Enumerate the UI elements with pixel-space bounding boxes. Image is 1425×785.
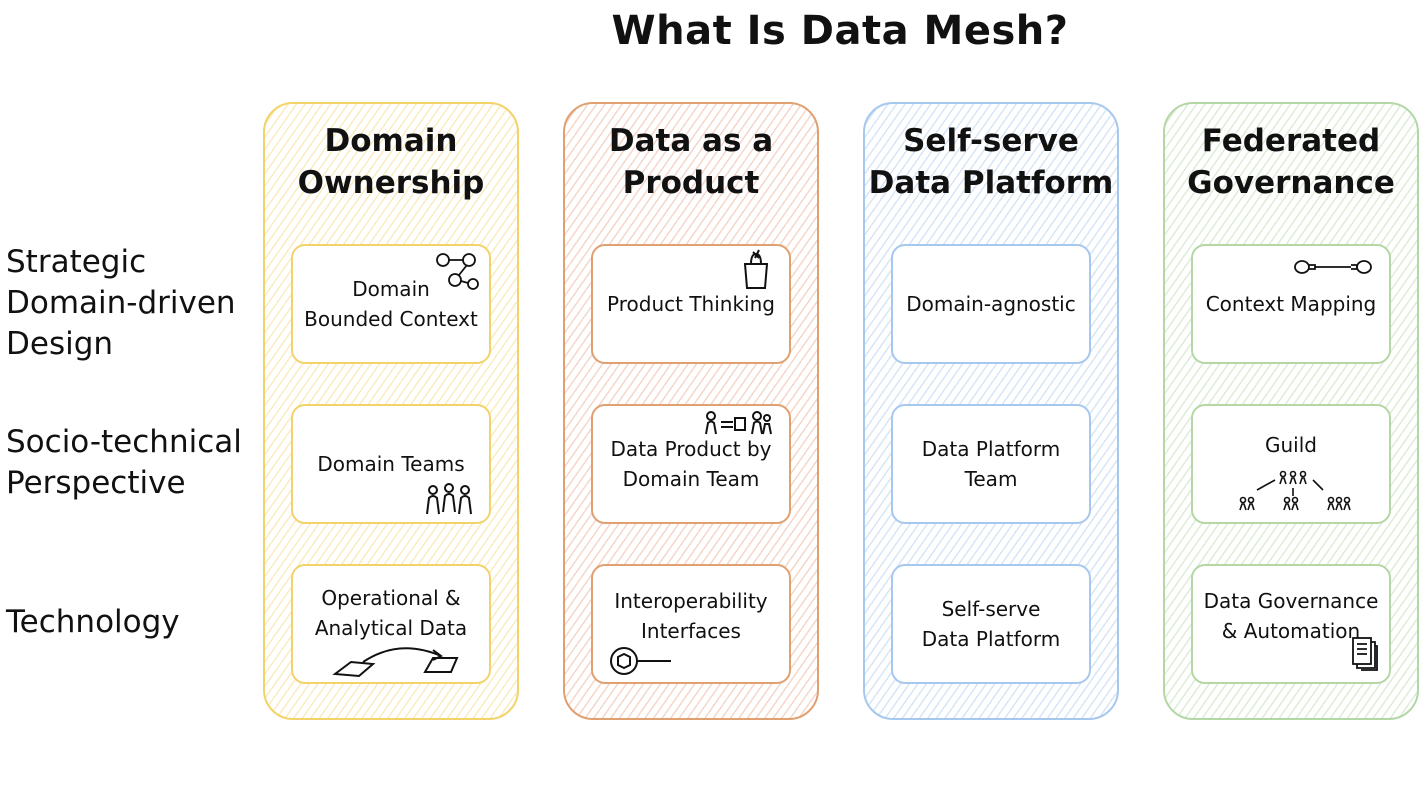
card-label: Guild xyxy=(1265,433,1317,457)
column-data-as-a-product: Data as a Product Product Thinking Data … xyxy=(563,102,819,720)
column-title: Self-serve Data Platform xyxy=(868,123,1114,201)
card-data-governance-automation: Data Governance & Automation xyxy=(1191,564,1391,684)
card-label: Data Platform Team xyxy=(921,437,1061,491)
row-label-strategic: Strategic Domain-driven Design xyxy=(6,244,236,362)
card-operational-analytical-data: Operational & Analytical Data xyxy=(291,564,491,684)
data-transfer-icon xyxy=(332,647,459,678)
card-data-product-by-domain-team: Data Product by Domain Team xyxy=(591,404,791,524)
card-label: Data Product by Domain Team xyxy=(610,437,772,491)
card-label: Product Thinking xyxy=(607,292,775,316)
column-federated-governance: Federated Governance Context Mapping xyxy=(1163,102,1419,720)
row-label-socio-technical: Socio-technical Perspective xyxy=(6,424,242,501)
documents-icon xyxy=(1352,637,1378,671)
column-title: Domain Ownership xyxy=(297,123,485,201)
card-product-thinking: Product Thinking xyxy=(591,244,791,364)
page-title: What Is Data Mesh? xyxy=(611,8,1069,54)
row-label-technology: Technology xyxy=(6,604,180,640)
card-domain-teams: Domain Teams xyxy=(291,404,491,524)
plug-icon xyxy=(610,647,671,675)
card-label: Data Governance & Automation xyxy=(1203,589,1379,643)
column-domain-ownership: Domain Ownership Domain Bounded Context … xyxy=(263,102,519,720)
column-self-serve-data-platform: Self-serve Data Platform Domain-agnostic… xyxy=(863,102,1119,720)
shopping-bag-icon xyxy=(743,249,769,289)
card-context-mapping: Context Mapping xyxy=(1191,244,1391,364)
card-label: Self-serve Data Platform xyxy=(921,597,1061,651)
column-title: Data as a Product xyxy=(608,123,774,201)
card-label: Interoperability Interfaces xyxy=(614,589,768,643)
card-label: Domain Bounded Context xyxy=(304,277,478,331)
card-label: Domain-agnostic xyxy=(906,292,1076,316)
card-self-serve-data-platform: Self-serve Data Platform xyxy=(891,564,1091,684)
column-title: Federated Governance xyxy=(1187,123,1395,201)
team-meeting-icon xyxy=(705,411,772,435)
graph-nodes-icon xyxy=(436,253,479,290)
card-domain-bounded-context: Domain Bounded Context xyxy=(291,244,491,364)
card-label: Operational & Analytical Data xyxy=(314,586,468,640)
guild-hierarchy-icon xyxy=(1239,470,1351,511)
card-guild: Guild xyxy=(1191,404,1391,524)
card-label: Domain Teams xyxy=(317,452,465,476)
people-group-icon xyxy=(426,483,472,515)
card-domain-agnostic: Domain-agnostic xyxy=(891,244,1091,364)
connector-icon xyxy=(1294,260,1372,274)
card-interoperability-interfaces: Interoperability Interfaces xyxy=(591,564,791,684)
card-data-platform-team: Data Platform Team xyxy=(891,404,1091,524)
card-label: Context Mapping xyxy=(1205,292,1377,316)
